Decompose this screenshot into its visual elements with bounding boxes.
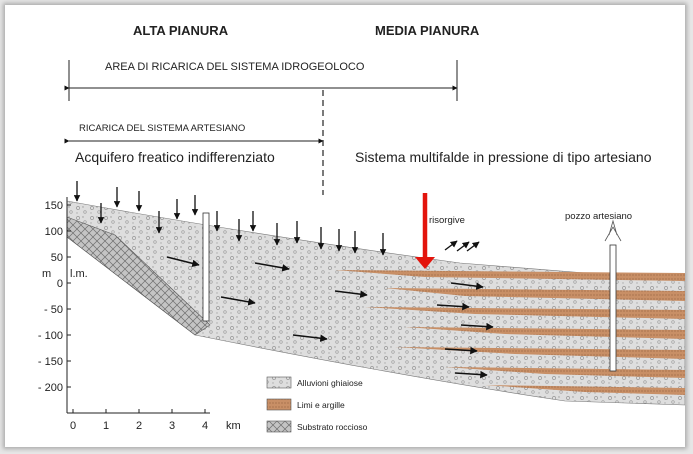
- legend-label-clay: Limi e argille: [297, 400, 345, 410]
- label-risorgive: risorgive: [429, 215, 465, 226]
- x-tick-label: 1: [103, 420, 109, 432]
- header-alta-pianura: ALTA PIANURA: [133, 23, 229, 38]
- flow-arrows: [166, 256, 494, 379]
- x-tick-label: 0: [70, 420, 76, 432]
- header-media-pianura: MEDIA PIANURA: [375, 23, 480, 38]
- y-tick-label: - 50: [44, 304, 63, 316]
- label-freatico: Acquifero freatico indifferenziato: [75, 149, 275, 165]
- geology-section: [66, 200, 685, 406]
- infiltration-arrows: [73, 181, 387, 256]
- y-tick-label: 100: [45, 226, 63, 238]
- x-axis-ticks: 0 1 2 3 4: [70, 409, 208, 432]
- label-recharge-system: AREA DI RICARICA DEL SISTEMA IDROGEOLOCO: [105, 61, 365, 73]
- spring-arrows: [444, 240, 480, 252]
- legend-swatch-gravel: [266, 376, 292, 389]
- well-left: [202, 212, 210, 322]
- diagram-frame: ALTA PIANURA MEDIA PIANURA AREA DI RICAR…: [5, 5, 685, 447]
- label-multifalde: Sistema multifalde in pressione di tipo …: [355, 149, 652, 165]
- y-tick-label: 0: [57, 278, 63, 290]
- label-recharge-artesian: RICARICA DEL SISTEMA ARTESIANO: [79, 123, 245, 134]
- x-axis-unit: km: [226, 420, 241, 432]
- y-tick-label: 150: [45, 200, 63, 212]
- y-tick-label: - 150: [38, 356, 63, 368]
- legend-label-gravel: Alluvioni ghiaiose: [297, 378, 363, 388]
- recharge-span-artesian: [64, 90, 324, 195]
- y-tick-label: - 100: [38, 330, 63, 342]
- y-tick-label: - 200: [38, 382, 63, 394]
- label-pozzo-artesiano: pozzo artesiano: [565, 211, 632, 222]
- y-tick-label: 50: [51, 252, 63, 264]
- red-marker-arrow: [415, 193, 435, 269]
- x-tick-label: 3: [169, 420, 175, 432]
- hydrogeological-cross-section: ALTA PIANURA MEDIA PIANURA AREA DI RICAR…: [38, 23, 685, 433]
- x-tick-label: 2: [136, 420, 142, 432]
- label-slm: l.m.: [70, 268, 88, 280]
- legend-label-rock: Substrato roccioso: [297, 422, 368, 432]
- artesian-well: [604, 219, 622, 372]
- x-tick-label: 4: [202, 420, 208, 432]
- legend-swatch-clay: [266, 398, 292, 411]
- y-axis-unit: m: [42, 268, 51, 280]
- recharge-span-system: [64, 60, 458, 101]
- y-axis-ticks: 150 100 50 0 - 50 - 100 - 150 - 200: [38, 200, 71, 394]
- legend-swatch-rock: [266, 420, 292, 433]
